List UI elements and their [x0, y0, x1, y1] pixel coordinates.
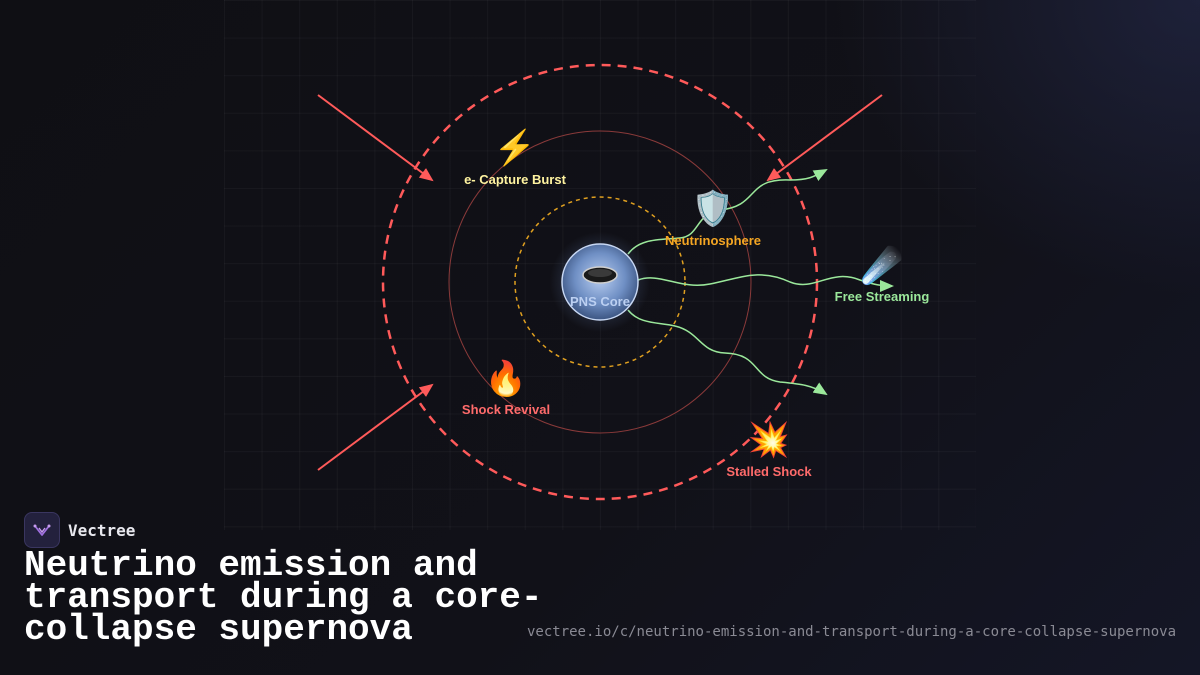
core-label: PNS Core — [570, 294, 630, 309]
neutrino-path-upper — [627, 169, 828, 255]
neutrinosphere-ring — [514, 196, 686, 368]
shock-revival-label: Shock Revival — [461, 402, 551, 417]
page-title: Neutrino emission and transport during a… — [24, 545, 543, 650]
neutrino-path-middle — [637, 274, 894, 292]
infall-arrow-top-right — [766, 94, 883, 182]
free-streaming-label: Free Streaming — [834, 289, 930, 304]
vectree-logo-icon — [24, 512, 60, 548]
lightning-icon: ⚡ — [493, 129, 537, 167]
fire-icon: 🔥 — [484, 360, 528, 398]
brand-name: Vectree — [68, 520, 136, 540]
page-url[interactable]: vectree.io/c/neutrino-emission-and-trans… — [526, 624, 1176, 640]
neutrino-path-lower — [627, 309, 828, 396]
comet-icon: ☄️ — [860, 247, 904, 285]
shield-icon: 🛡️ — [691, 190, 735, 228]
core-disk-shade — [588, 269, 612, 277]
infall-arrow-top-left — [317, 94, 434, 182]
outer-ring — [448, 130, 752, 434]
neutrinosphere-label: Neutrinosphere — [664, 233, 762, 248]
stalled-shock-label: Stalled Shock — [726, 464, 812, 479]
infall-arrow-bottom-left — [317, 383, 434, 471]
capture-burst-label: e- Capture Burst — [464, 172, 566, 187]
explosion-icon: 💥 — [747, 421, 791, 459]
brand: Vectree — [24, 512, 135, 548]
